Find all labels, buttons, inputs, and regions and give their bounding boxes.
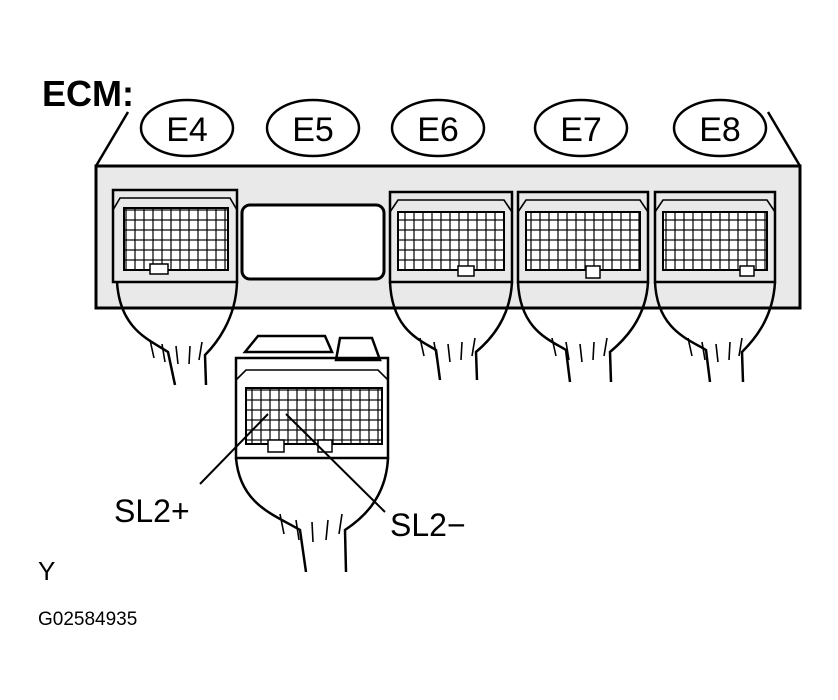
svg-text:E4: E4 [166,111,208,149]
connector-y [234,334,390,573]
socket-e6 [388,190,514,284]
harness-e4 [115,281,239,386]
socket-e8 [653,190,777,284]
socket-e7 [516,190,650,284]
svg-text:E6: E6 [417,111,459,149]
figure-code: G02584935 [38,609,137,630]
connector-label-e6: E6 [390,98,486,158]
connector-label-e5: E5 [265,98,361,158]
harness-e7 [516,281,650,383]
sl2-plus-label: SL2+ [114,493,190,529]
connector-label-e8: E8 [672,98,768,158]
harness-e8 [653,281,777,383]
sl2-minus-leader [285,413,386,513]
socket-e4 [111,188,239,284]
socket-e5 [240,203,386,281]
harness-e6 [388,281,514,381]
sl2-minus-label: SL2− [390,507,466,543]
svg-text:E5: E5 [292,111,334,149]
sl2-plus-leader [199,413,269,485]
connector-label-e7: E7 [533,98,629,158]
connector-label-e4: E4 [139,98,235,158]
svg-text:E7: E7 [560,111,602,149]
svg-text:E8: E8 [699,111,741,149]
ecm-title: ECM: [42,73,134,114]
connector-y-label: Y [38,556,55,586]
